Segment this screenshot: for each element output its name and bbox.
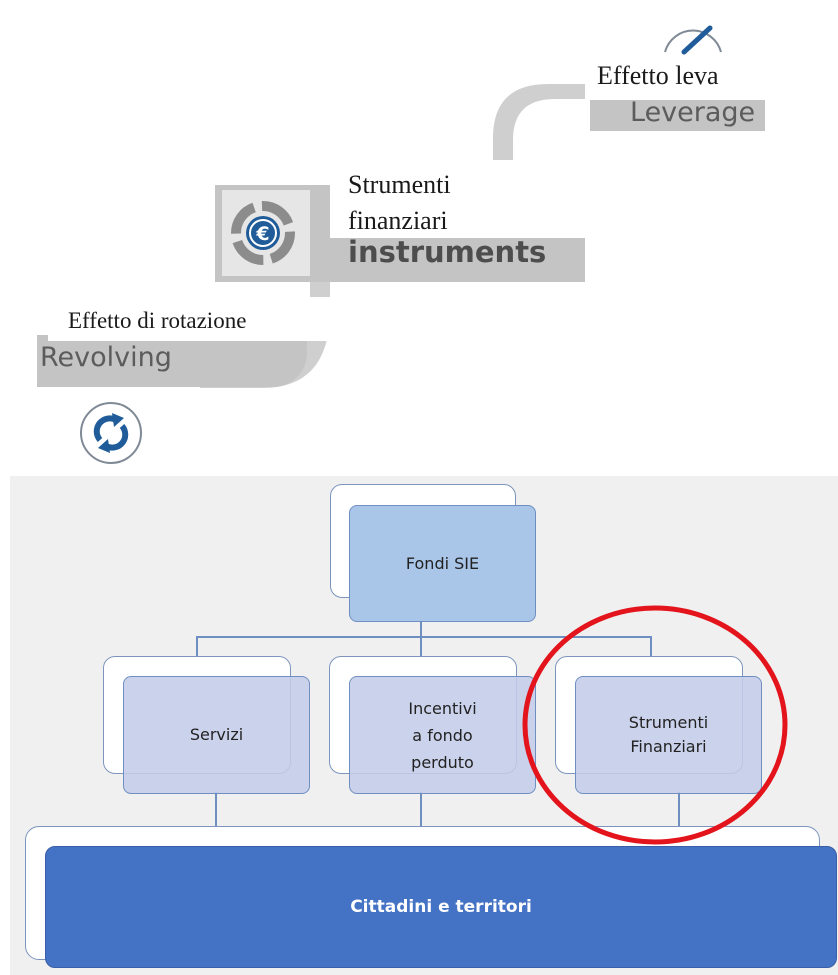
connector-to-servizi bbox=[196, 636, 198, 658]
leverage-label-box bbox=[585, 58, 767, 100]
revolving-english-label: Revolving bbox=[40, 342, 172, 373]
connector-to-strumenti bbox=[650, 636, 652, 658]
root-down-connector bbox=[420, 620, 422, 636]
child-node-servizi: Servizi bbox=[123, 676, 310, 794]
leverage-english-label: Leverage bbox=[630, 97, 756, 128]
refresh-arrows-icon bbox=[80, 402, 142, 464]
revolving-italian-label: Effetto di rotazione bbox=[68, 308, 247, 333]
svg-text:€: € bbox=[255, 223, 269, 245]
child-node-strumenti-finanziari: Strumenti Finanziari bbox=[575, 676, 762, 794]
strumenti-down-connector bbox=[678, 792, 680, 847]
servizi-label: Servizi bbox=[189, 725, 244, 744]
incentivi-label-line2: a fondo bbox=[412, 725, 473, 745]
pencil-icon bbox=[664, 25, 722, 55]
servizi-down-connector bbox=[215, 792, 217, 847]
instruments-italian-label-line2: finanziari bbox=[348, 206, 448, 235]
strumenti-label-line2: Finanziari bbox=[630, 737, 707, 756]
children-horizontal-connector bbox=[196, 636, 650, 638]
child-node-incentivi: Incentivi a fondo perduto bbox=[349, 676, 536, 794]
strumenti-label-line1: Strumenti bbox=[628, 713, 709, 732]
leverage-bar bbox=[590, 100, 765, 131]
instruments-label-box bbox=[330, 160, 598, 238]
instruments-english-label: instruments bbox=[348, 235, 547, 269]
revolving-bar bbox=[37, 335, 307, 387]
bottom-node-cittadini: Cittadini e territori bbox=[45, 846, 837, 968]
root-node-label: Fondi SIE bbox=[405, 553, 480, 573]
highlight-circle bbox=[522, 605, 788, 845]
euro-coin-icon: € bbox=[231, 201, 295, 265]
revolving-label-box bbox=[48, 297, 330, 341]
connector-to-incentivi bbox=[420, 636, 422, 658]
instruments-italian-label-line1: Strumenti bbox=[348, 170, 451, 199]
incentivi-label-line1: Incentivi bbox=[408, 698, 477, 718]
incentivi-label-line3: perduto bbox=[411, 752, 474, 772]
root-node-fondi-sie: Fondi SIE bbox=[349, 505, 536, 622]
incentivi-down-connector bbox=[420, 792, 422, 847]
leverage-italian-label: Effetto leva bbox=[597, 61, 719, 90]
bottom-node-label: Cittadini e territori bbox=[350, 897, 532, 917]
